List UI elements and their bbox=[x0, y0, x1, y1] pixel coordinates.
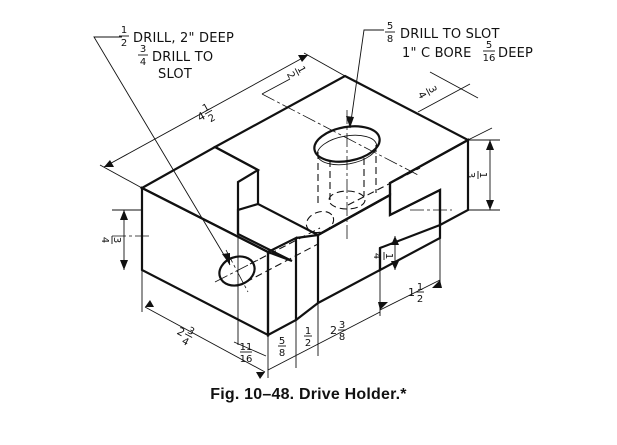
svg-text:3: 3 bbox=[185, 325, 196, 338]
dim-slot-width: 2 3 8 bbox=[330, 320, 346, 343]
svg-text:2: 2 bbox=[330, 324, 337, 337]
arrowheads bbox=[104, 55, 494, 379]
svg-text:1: 1 bbox=[201, 102, 212, 115]
body-right-front-face bbox=[317, 138, 470, 236]
right-note-frac1-den: 8 bbox=[387, 34, 393, 45]
leaders bbox=[93, 29, 384, 266]
dim-groove-height: 1 4 bbox=[371, 252, 394, 260]
slot-inner-edge bbox=[236, 202, 259, 234]
right-note-line2b: DEEP bbox=[498, 46, 533, 61]
figure-caption: Fig. 10–48. Drive Holder.* bbox=[210, 386, 407, 403]
hidden-lines bbox=[245, 145, 421, 283]
right-note-frac1-num: 5 bbox=[387, 21, 393, 32]
left-note-frac1-den: 2 bbox=[121, 38, 127, 49]
slot-back-edge bbox=[295, 233, 319, 240]
dimension-lines bbox=[99, 52, 500, 378]
dim-height: 1 3 bbox=[465, 171, 488, 179]
svg-text:1: 1 bbox=[477, 172, 488, 178]
right-note-line1: DRILL TO SLOT bbox=[400, 27, 500, 42]
object-outline bbox=[139, 74, 471, 337]
dim-top-offset: 1 2 bbox=[284, 64, 308, 81]
svg-text:2: 2 bbox=[417, 294, 423, 305]
dim-slot-offset: 1 2 bbox=[304, 326, 312, 349]
svg-text:4: 4 bbox=[371, 253, 382, 259]
svg-text:11: 11 bbox=[240, 342, 253, 353]
svg-text:1: 1 bbox=[408, 286, 415, 299]
dim-groove-width: 1 1 2 bbox=[408, 282, 424, 305]
svg-text:8: 8 bbox=[339, 332, 345, 343]
left-note-frac2-den: 4 bbox=[140, 57, 146, 68]
slot-bottom-edge bbox=[295, 302, 319, 321]
svg-text:3: 3 bbox=[339, 320, 345, 331]
svg-text:1: 1 bbox=[305, 326, 311, 337]
svg-text:3: 3 bbox=[465, 172, 476, 178]
svg-text:1: 1 bbox=[295, 64, 308, 75]
left-drill-note: 1 2 DRILL, 2" DEEP 3 4 DRILL TO SLOT bbox=[119, 25, 234, 82]
svg-text:3: 3 bbox=[426, 84, 439, 95]
left-note-line1: DRILL, 2" DEEP bbox=[133, 31, 234, 46]
svg-text:1: 1 bbox=[383, 253, 394, 259]
left-note-line3: SLOT bbox=[158, 67, 192, 82]
svg-text:3: 3 bbox=[111, 237, 122, 243]
dim-slot-thk-b: 5 8 bbox=[278, 336, 286, 359]
svg-text:16: 16 bbox=[240, 354, 253, 365]
side-drill-hole bbox=[218, 255, 256, 287]
svg-text:5: 5 bbox=[279, 336, 285, 347]
left-note-frac2-num: 3 bbox=[140, 44, 146, 55]
right-note-line2a: 1" C BORE bbox=[402, 46, 472, 61]
right-note-frac2-num: 5 bbox=[486, 40, 492, 51]
svg-text:1: 1 bbox=[417, 282, 423, 293]
left-note-line2: DRILL TO bbox=[152, 50, 213, 65]
dim-front-width: 2 3 4 bbox=[175, 325, 196, 349]
left-block-front-face bbox=[140, 186, 270, 337]
right-note-frac2-den: 16 bbox=[483, 53, 496, 64]
dim-right-depth: 3 4 bbox=[415, 84, 439, 101]
dim-left-height: 3 4 bbox=[99, 236, 122, 244]
body-top-face bbox=[212, 74, 471, 237]
svg-text:2: 2 bbox=[284, 70, 297, 81]
svg-text:2: 2 bbox=[305, 338, 311, 349]
dim-slot-thk-a: 11 16 bbox=[240, 342, 253, 365]
svg-text:2: 2 bbox=[207, 112, 218, 125]
counterbore-outer bbox=[313, 125, 381, 163]
center-lines bbox=[112, 93, 452, 293]
right-drill-note: 5 8 DRILL TO SLOT 1" C BORE 5 16 DEEP bbox=[385, 21, 533, 64]
groove-edge bbox=[378, 225, 442, 272]
svg-text:4: 4 bbox=[415, 90, 428, 101]
dim-overall-length: 4 1 2 bbox=[195, 102, 218, 125]
left-note-frac1-num: 1 bbox=[121, 25, 127, 36]
svg-text:4: 4 bbox=[180, 336, 191, 349]
svg-text:8: 8 bbox=[279, 348, 285, 359]
svg-text:4: 4 bbox=[99, 237, 110, 243]
